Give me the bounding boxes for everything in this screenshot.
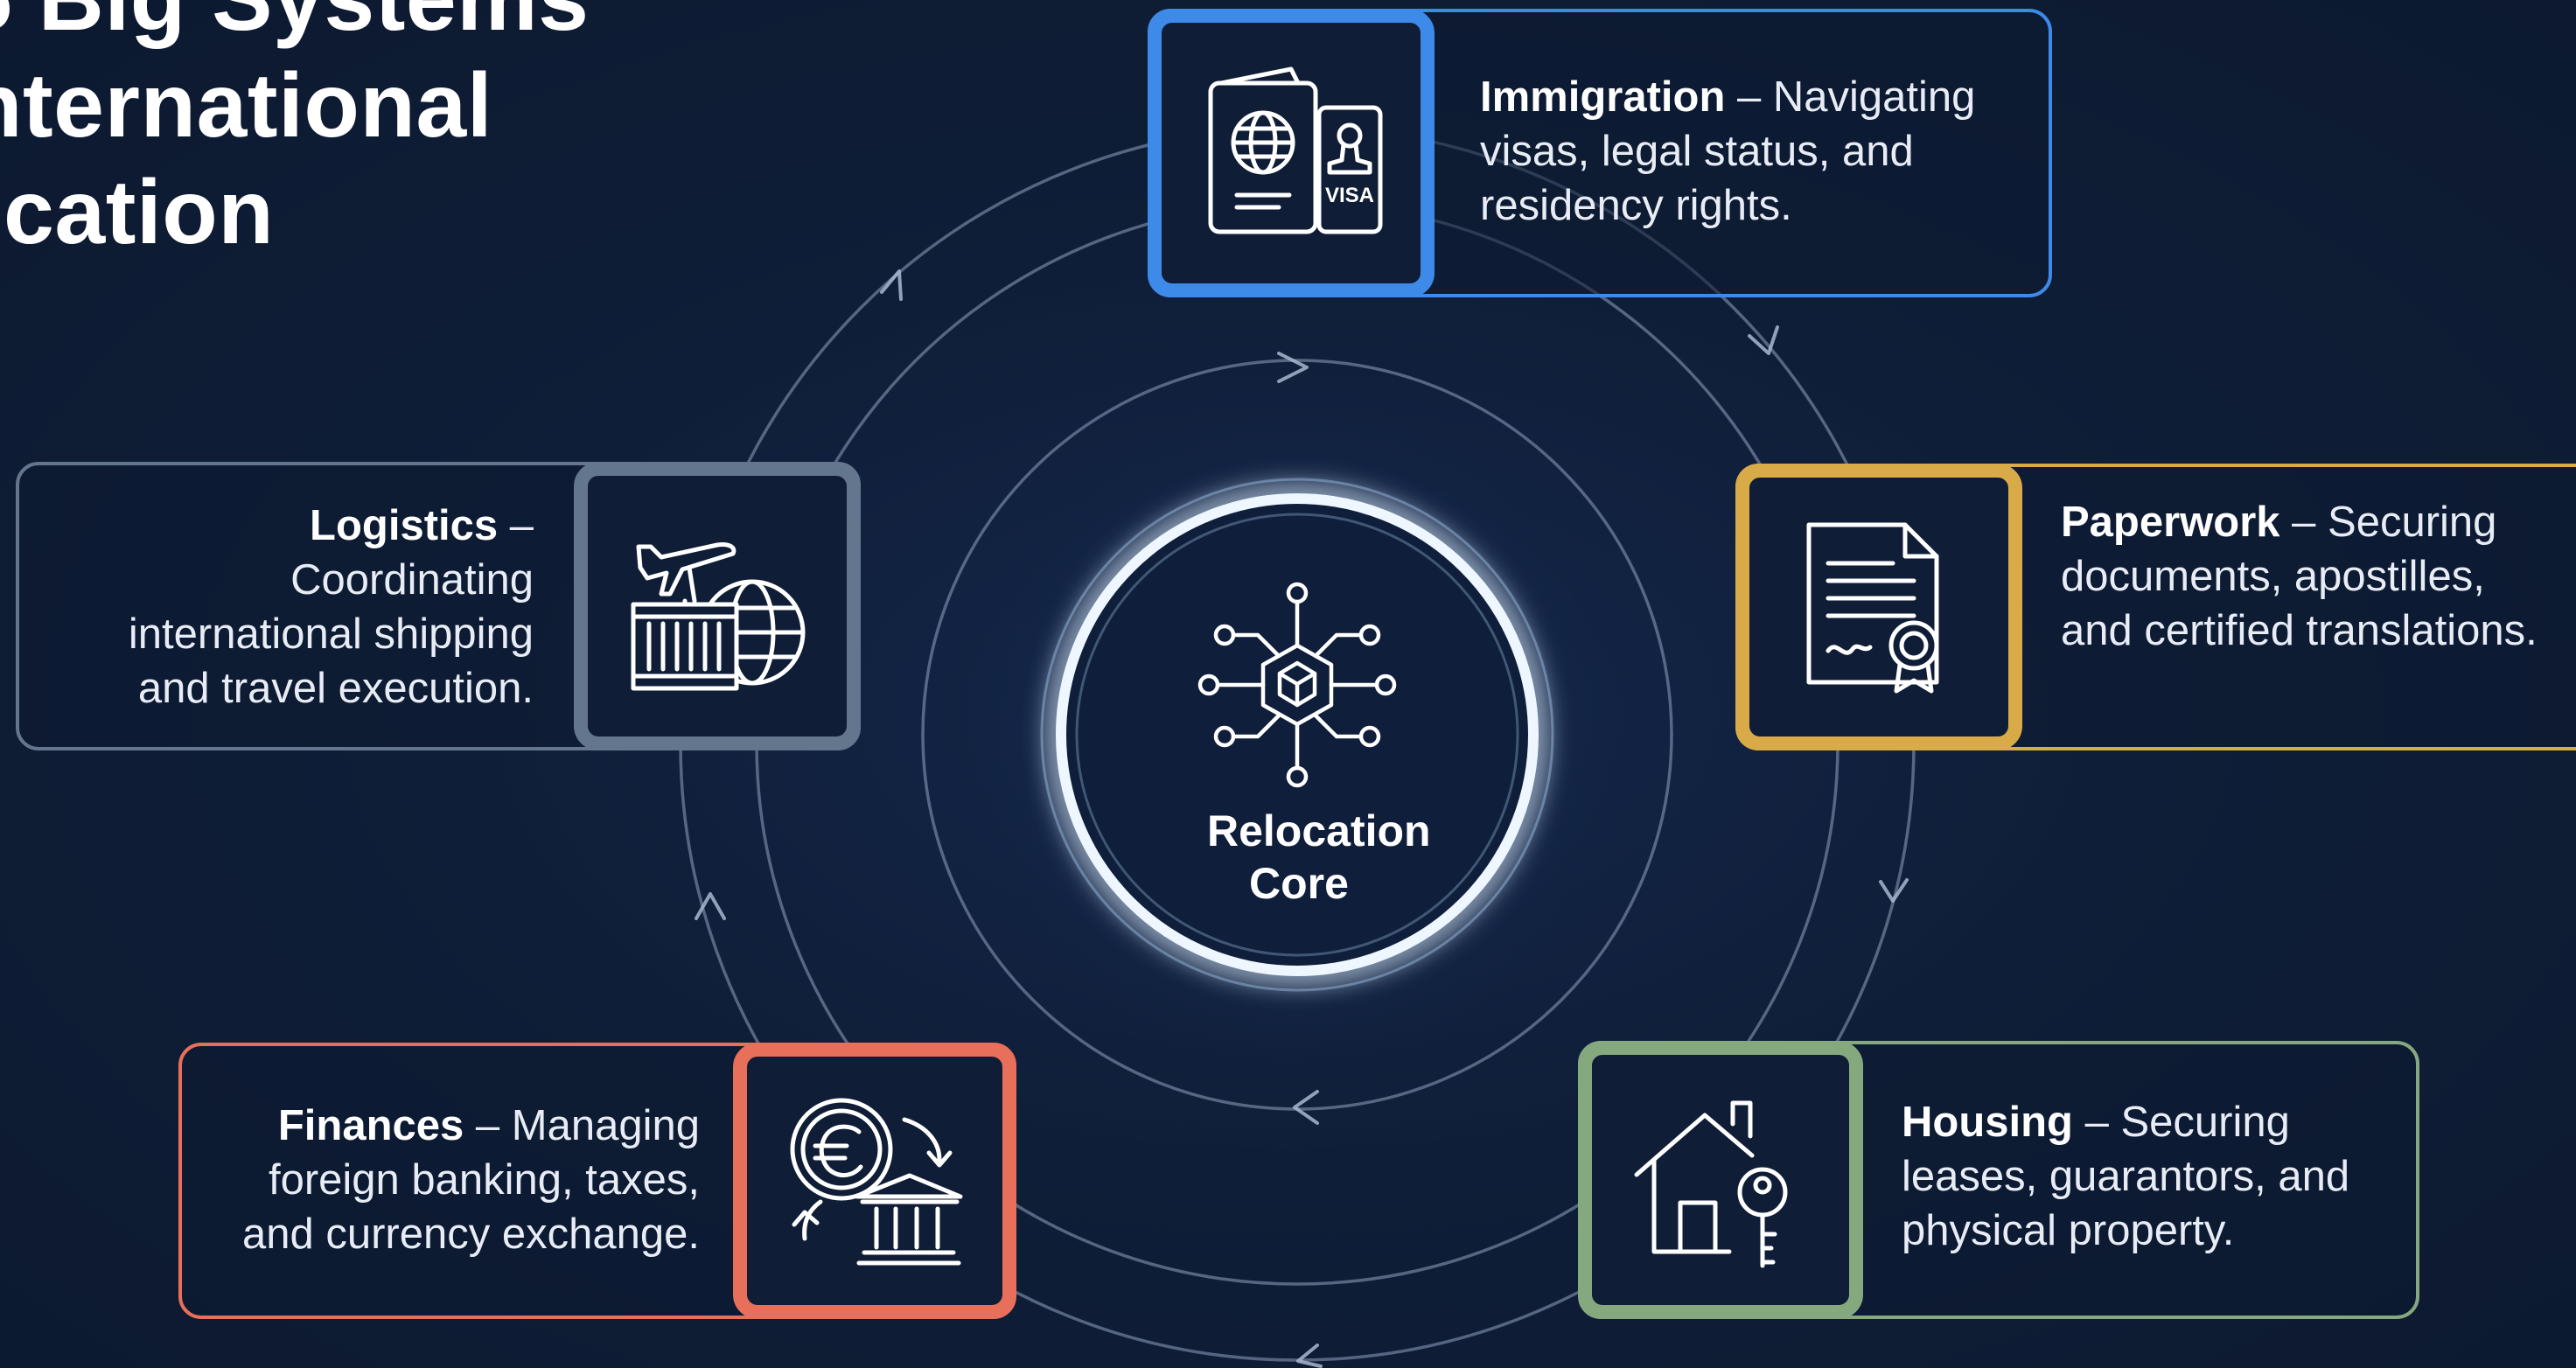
- title-line-3: ocation: [0, 162, 275, 263]
- logistics-text: Logistics – Coordinating international s…: [70, 499, 534, 715]
- core-label-line-2: Core: [1249, 859, 1349, 908]
- logistics-description: – Coordinating international shipping an…: [128, 502, 534, 712]
- euro-bank-exchange-icon: [790, 1098, 963, 1266]
- certificate-document-icon: [1806, 522, 1939, 694]
- logistics-icon-box: [574, 462, 861, 750]
- core-ring-outer-halo: [1040, 478, 1554, 992]
- orbit-arrow-bottom: [1293, 1090, 1319, 1125]
- network-cube-icon: [1197, 582, 1397, 788]
- core-label: Relocation Core: [1207, 805, 1431, 910]
- paperwork-description: – Securing documents, apostilles, and ce…: [2061, 499, 2538, 654]
- title-line-2: nternational: [0, 55, 493, 157]
- immigration-description: – Navigating visas, legal status, and re…: [1480, 73, 1976, 229]
- finances-icon-box: [733, 1043, 1016, 1319]
- page-title: 5 Big Systems nternational ocation: [0, 0, 590, 266]
- immigration-title: Immigration: [1480, 73, 1726, 121]
- housing-title: Housing: [1902, 1099, 2073, 1146]
- finances-title: Finances: [277, 1102, 464, 1149]
- orbit-arrow-left: [695, 892, 726, 920]
- housing-text: Housing – Securing leases, guarantors, a…: [1902, 1095, 2391, 1258]
- housing-description: – Securing leases, guarantors, and physi…: [1902, 1099, 2350, 1254]
- orbit-arrow-top: [1277, 352, 1309, 383]
- paperwork-text: Paperwork – Securing documents, apostill…: [2061, 495, 2559, 658]
- housing-icon-box: [1578, 1041, 1863, 1319]
- immigration-text: Immigration – Navigating visas, legal st…: [1480, 70, 2040, 233]
- title-line-1: 5 Big Systems: [0, 0, 590, 52]
- orbit-arrow-top-left: [880, 269, 903, 301]
- svg-text:VISA: VISA: [1325, 184, 1374, 207]
- finances-text: Finances – Managing foreign banking, tax…: [192, 1099, 700, 1261]
- orbit-arrow-bottom-edge: [1296, 1344, 1323, 1368]
- plane-container-globe-icon: [631, 542, 806, 691]
- core-label-line-1: Relocation: [1207, 806, 1431, 855]
- immigration-icon-box: VISA: [1148, 9, 1435, 297]
- paperwork-title: Paperwork: [2061, 499, 2280, 546]
- house-key-icon: [1634, 1100, 1788, 1268]
- paperwork-icon-box: [1735, 464, 2022, 750]
- logistics-title: Logistics: [310, 502, 499, 549]
- core-ring-inner-halo: [1075, 513, 1519, 957]
- finances-description: – Managing foreign banking, taxes, and c…: [242, 1102, 700, 1258]
- orbit-arrow-right: [1879, 878, 1909, 903]
- passport-visa-icon: VISA: [1208, 66, 1383, 234]
- orbit-arrow-right-top: [1748, 325, 1779, 355]
